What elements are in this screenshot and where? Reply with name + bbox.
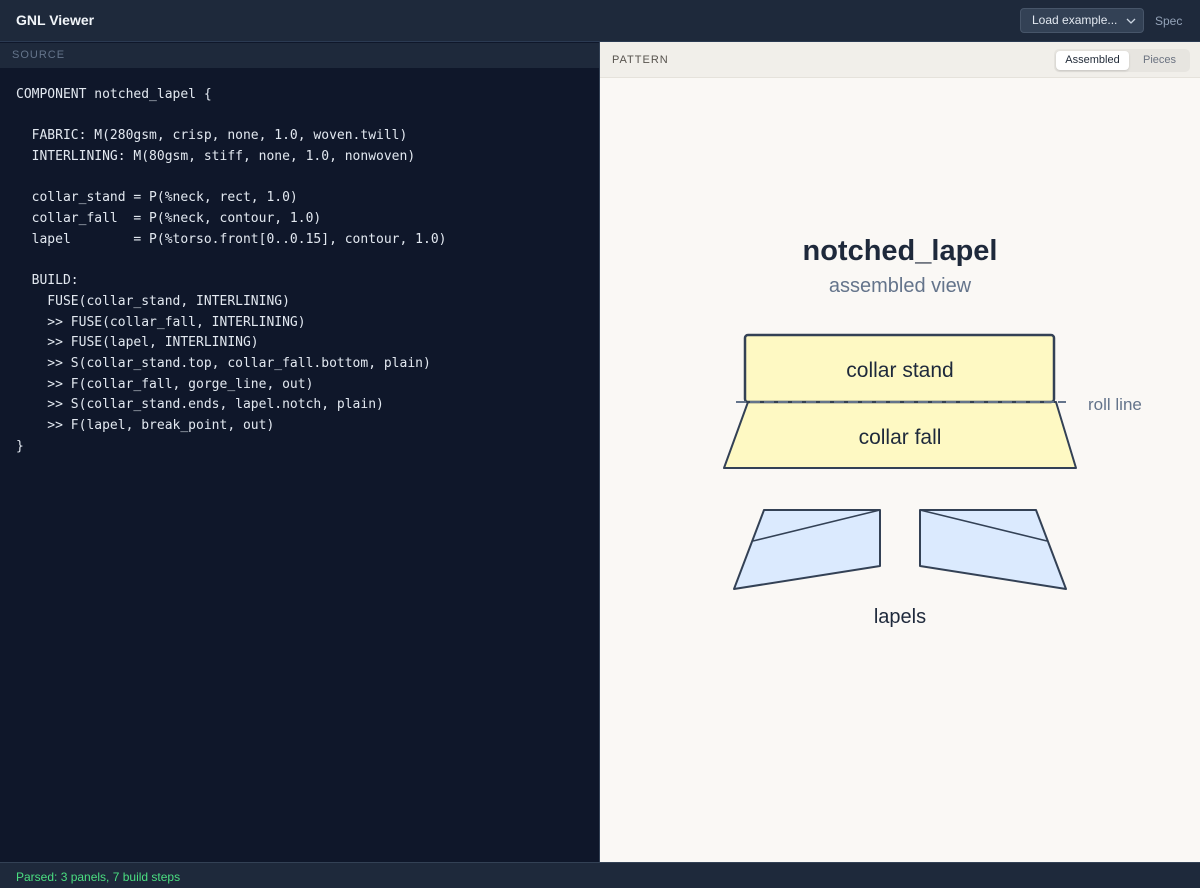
pattern-panel-label: PATTERN [612,54,669,66]
code-line: FUSE(collar_stand, INTERLINING) [16,293,290,309]
right-lapel-notch-line [919,509,1048,542]
code-line: >> S(collar_stand.top, collar_fall.botto… [16,355,431,371]
source-panel: SOURCE COMPONENT notched_lapel { FABRIC:… [0,43,599,862]
status-bar: Parsed: 3 panels, 7 build steps [0,862,1200,888]
load-example-select[interactable]: Load example... [1020,8,1144,33]
code-line: collar_stand = P(%neck, rect, 1.0) [16,190,298,206]
spec-link[interactable]: Spec [1155,14,1183,28]
code-line: lapel = P(%torso.front[0..0.15], contour… [16,231,447,247]
code-editor[interactable]: COMPONENT notched_lapel { FABRIC: M(280g… [16,85,446,457]
lapels-label: lapels [874,606,926,628]
code-line: >> FUSE(collar_fall, INTERLINING) [16,314,306,330]
code-line: INTERLINING: M(80gsm, stiff, none, 1.0, … [16,149,416,165]
app-header: GNL Viewer Load example... Spec [0,0,1200,42]
assembled-diagram: notched_lapel assembled view roll line c… [723,235,1142,628]
code-line: } [16,438,24,454]
left-lapel-piece[interactable] [733,509,881,590]
diagram-title: notched_lapel [803,235,998,267]
pieces-view-button[interactable]: Pieces [1142,54,1177,66]
code-line: >> S(collar_stand.ends, lapel.notch, pla… [16,397,384,413]
code-line: BUILD: [16,273,79,289]
code-line: >> F(collar_fall, gorge_line, out) [16,376,314,392]
panel-divider[interactable] [599,42,600,862]
right-lapel-piece[interactable] [919,509,1067,590]
source-panel-label: SOURCE [12,49,66,61]
diagram-subtitle: assembled view [829,275,972,297]
code-line [16,168,446,189]
right-lapel[interactable] [919,509,1067,590]
status-text: Parsed: 3 panels, 7 build steps [16,870,181,884]
code-line: >> F(lapel, break_point, out) [16,418,275,433]
code-line: COMPONENT notched_lapel { [16,87,212,102]
code-line: collar_fall = P(%neck, contour, 1.0) [16,211,322,227]
view-toggle: Assembled Pieces [1054,49,1190,72]
assembled-view-button[interactable]: Assembled [1056,51,1129,70]
pattern-canvas: notched_lapel assembled view roll line c… [600,78,1200,862]
load-example-label: Load example... [1032,13,1118,27]
code-line [16,251,446,272]
code-line: FABRIC: M(280gsm, crisp, none, 1.0, wove… [16,128,408,144]
code-line [16,106,446,127]
chevron-down-icon [1126,18,1136,24]
left-lapel[interactable] [733,509,881,590]
pattern-panel-header: PATTERN Assembled Pieces [600,42,1200,78]
collar-fall-label: collar fall [859,426,942,449]
roll-line-label: roll line [1088,395,1142,414]
code-line: >> FUSE(lapel, INTERLINING) [16,335,259,351]
left-lapel-notch-line [752,509,881,542]
collar-stand-label: collar stand [846,359,953,382]
app-title: GNL Viewer [16,12,95,28]
source-panel-header: SOURCE [0,43,599,68]
